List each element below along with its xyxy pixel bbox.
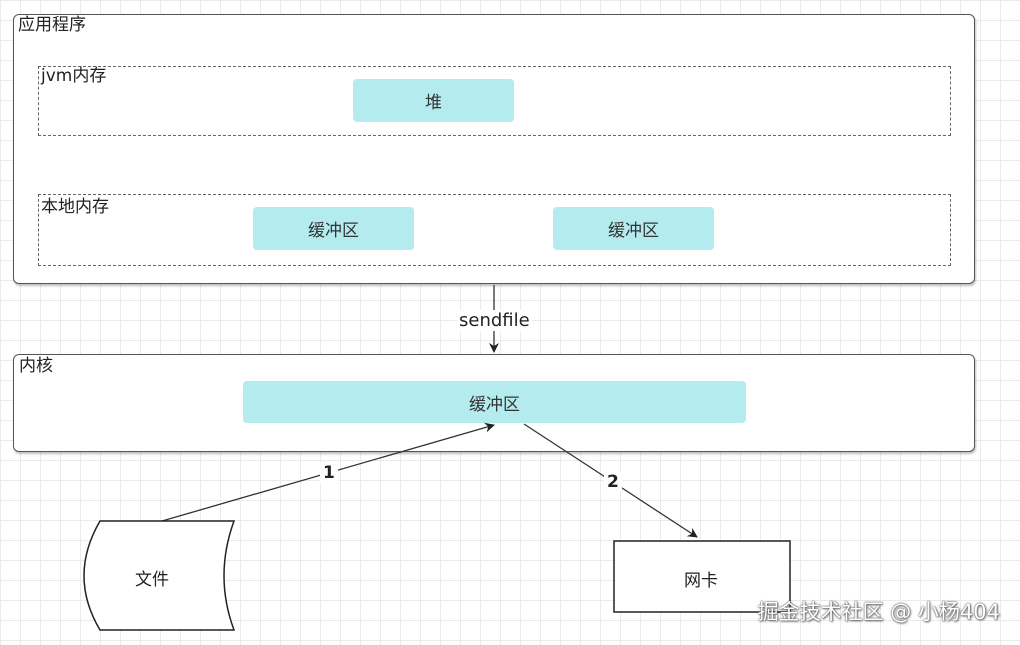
jvm-memory-region <box>38 66 951 136</box>
native-memory-region <box>38 194 951 266</box>
jvm-memory-title: jvm内存 <box>41 66 107 86</box>
application-title: 应用程序 <box>18 15 86 35</box>
file-storage-shape <box>83 520 236 631</box>
native-buffer-2: 缓冲区 <box>553 207 714 250</box>
sendfile-label: sendfile <box>457 310 532 331</box>
step-2-label: 2 <box>604 472 622 492</box>
application-container <box>13 14 975 284</box>
step-1-label: 1 <box>320 463 338 483</box>
native-memory-title: 本地内存 <box>41 197 109 217</box>
native-buffer-1: 缓冲区 <box>253 207 414 250</box>
kernel-buffer: 缓冲区 <box>243 381 746 423</box>
file-label: 文件 <box>135 570 169 590</box>
nic-box <box>613 540 791 613</box>
heap-block: 堆 <box>353 79 514 122</box>
nic-label: 网卡 <box>684 571 718 591</box>
kernel-title: 内核 <box>19 356 53 376</box>
watermark-text: 掘金技术社区 @ 小杨404 <box>757 600 1000 624</box>
